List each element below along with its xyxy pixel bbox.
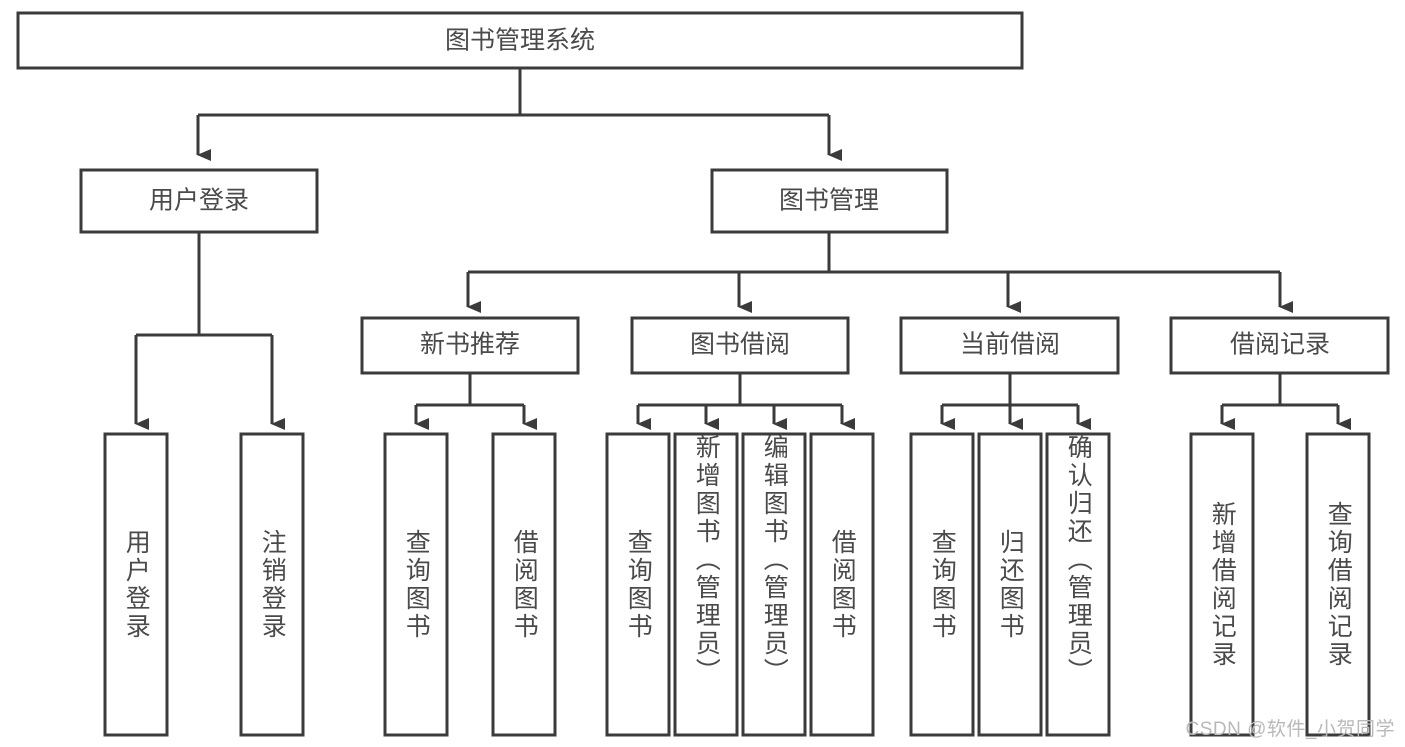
edge-book-manage-to-level3 [466,232,1293,313]
node-root-box [16,11,1024,70]
leaf-box-query-record[interactable] [1305,432,1371,737]
node-root[interactable]: 图书管理系统 [16,11,1024,70]
leaf-box-confirm-return[interactable] [1045,432,1111,737]
edge-current-borrow-to-leaves [940,373,1091,430]
edge-book-borrow-to-leaves [636,373,855,430]
node-user-login-label: 用户登录 [149,187,249,215]
leaf-box-borrow-book-1[interactable] [491,432,557,737]
node-book-manage-label: 图书管理 [779,187,879,215]
leaf-box-logout[interactable] [239,432,305,737]
node-current-borrow-label: 当前借阅 [960,331,1060,359]
node-book-borrow[interactable]: 图书借阅 [630,316,850,375]
node-new-book-rec-label: 新书推荐 [420,331,520,359]
node-current-borrow-box [899,316,1120,375]
edge-user-login-to-leaves [134,232,285,430]
node-borrow-record[interactable]: 借阅记录 [1169,316,1390,375]
node-book-manage[interactable]: 图书管理 [710,168,949,234]
leaf-box-borrow-book-2[interactable] [809,432,875,737]
edge-root-to-level2 [196,68,842,161]
node-current-borrow[interactable]: 当前借阅 [899,316,1120,375]
leaf-box-edit-book[interactable] [741,432,807,737]
leaf-box-query-book-1[interactable] [383,432,449,737]
node-user-login[interactable]: 用户登录 [79,168,319,234]
leaf-box-return-book[interactable] [977,432,1043,737]
node-user-login-box [79,168,319,234]
node-book-borrow-label: 图书借阅 [690,331,790,359]
node-new-book-rec-box [360,316,580,375]
edge-new-book-rec-to-leaves [414,373,537,430]
node-root-label: 图书管理系统 [445,27,595,55]
watermark-label: CSDN @软件_小贺同学 [1185,719,1395,740]
leaf-box-add-book[interactable] [673,432,739,737]
leaf-box-query-book-2[interactable] [605,432,671,737]
node-new-book-rec[interactable]: 新书推荐 [360,316,580,375]
leaf-box-query-book-3[interactable] [909,432,975,737]
node-borrow-record-label: 借阅记录 [1230,331,1330,359]
leaf-box-user-login[interactable] [103,432,169,737]
leaf-box-add-record[interactable] [1189,432,1255,737]
edge-borrow-record-to-leaves [1220,373,1351,430]
